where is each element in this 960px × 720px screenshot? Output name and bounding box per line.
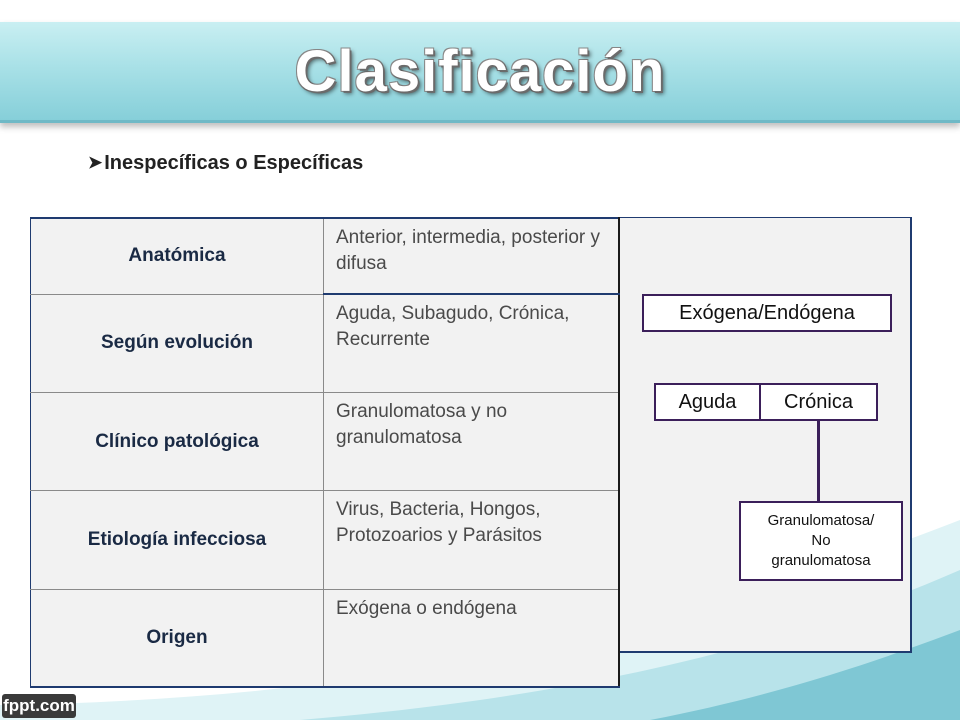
bullet-item: ➤ Inespecíficas o Específicas [88,148,363,178]
table-row: Anatómica Anterior, intermedia, posterio… [30,217,620,295]
acute-box: Aguda [654,383,761,421]
table-row: Etiología infecciosa Virus, Bacteria, Ho… [30,490,620,590]
row-label: Según evolución [30,293,324,393]
diagram-panel [620,217,912,653]
row-label: Anatómica [30,217,324,295]
origin-box: Exógena/Endógena [642,294,892,332]
classification-table: Anatómica Anterior, intermedia, posterio… [30,217,620,688]
row-value: Anterior, intermedia, posterior y difusa [323,217,620,295]
granulomatous-line-2: No [811,532,831,549]
granulomatous-box: Granulomatosa/ No granulomatosa [739,501,903,581]
slide-title: Clasificación [294,39,666,104]
row-label: Etiología infecciosa [30,490,324,590]
table-row: Origen Exógena o endógena [30,589,620,688]
arrow-bullet-icon: ➤ [88,153,103,172]
row-value: Aguda, Subagudo, Crónica, Recurrente [323,293,620,393]
row-value: Exógena o endógena [323,589,620,688]
table-row: Clínico patológica Granulomatosa y no gr… [30,392,620,491]
connector-line [817,421,820,502]
granulomatous-line-1: Granulomatosa/ [767,512,875,529]
watermark-logo[interactable]: fppt.com [2,694,76,718]
granulomatous-line-3: granulomatosa [771,552,871,569]
chronic-box: Crónica [759,383,878,421]
background-wave [0,520,960,720]
row-value: Virus, Bacteria, Hongos, Protozoarios y … [323,490,620,590]
bullet-text: Inespecíficas o Específicas [104,151,364,174]
row-label: Origen [30,589,324,688]
row-label: Clínico patológica [30,392,324,491]
title-band [0,22,960,123]
table-row: Según evolución Aguda, Subagudo, Crónica… [30,293,620,393]
row-value: Granulomatosa y no granulomatosa [323,392,620,491]
